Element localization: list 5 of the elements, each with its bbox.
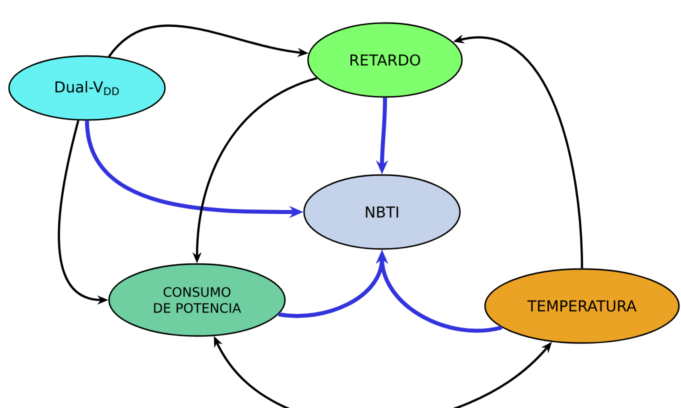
ellipse-node: RETARDO: [307, 22, 463, 98]
ellipse-node: TEMPERATURA: [484, 268, 680, 344]
ellipse-node: CONSUMO DE POTENCIA: [108, 263, 286, 337]
ellipse-node: Dual-V$_{DD}$: [8, 55, 166, 121]
ellipse-node: NBTI: [303, 174, 461, 250]
